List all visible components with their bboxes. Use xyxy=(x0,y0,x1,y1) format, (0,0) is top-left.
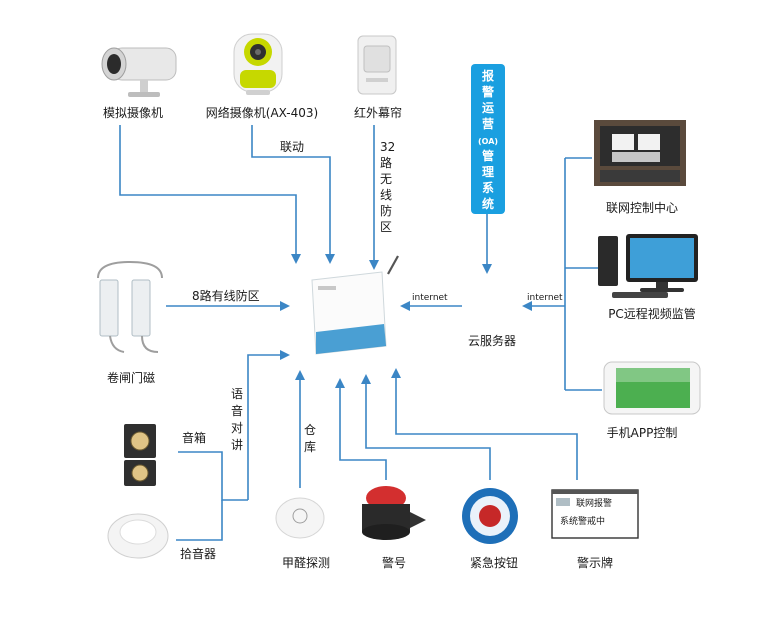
ir-curtain-label: 红外幕帘 xyxy=(354,105,402,120)
warning-sign-icon: 联网报警 系统警戒中 xyxy=(551,489,639,539)
arrow-oa xyxy=(482,264,492,274)
formaldehyde-icon xyxy=(275,497,325,539)
network-camera-icon xyxy=(233,33,283,95)
warning-sign-label: 警示牌 xyxy=(577,555,613,570)
cloud-server-icon xyxy=(466,278,516,326)
control-center: 联网控制中心 xyxy=(594,120,686,215)
oa-char: 运 xyxy=(482,101,494,115)
arrow-intercom xyxy=(280,350,290,360)
vertical-char: 讲 xyxy=(231,437,243,452)
line-emergency-button xyxy=(365,376,491,480)
alarm-host xyxy=(311,255,399,355)
vertical-char: 仓 xyxy=(304,423,316,437)
siren-icon xyxy=(362,486,426,540)
oa-char: 理 xyxy=(482,165,494,179)
pickup: 拾音器 xyxy=(107,513,216,561)
line-siren xyxy=(339,380,387,480)
oa-char: 营 xyxy=(482,116,494,131)
oa-char: 系 xyxy=(482,180,494,195)
siren: 警号 xyxy=(362,486,426,570)
analog-camera-icon xyxy=(101,47,177,97)
pickup-label: 拾音器 xyxy=(180,546,216,561)
speaker: 音箱 xyxy=(124,424,206,486)
network-camera-label: 网络摄像机(AX-403) xyxy=(206,105,318,120)
arrow-internet-right xyxy=(522,301,532,311)
line-speaker xyxy=(178,451,248,501)
siren-label: 警号 xyxy=(382,555,406,570)
line-network-camera xyxy=(251,125,331,262)
wireless-zones-char: 线 xyxy=(380,188,392,202)
arrow-ir xyxy=(369,260,379,270)
arrow-door xyxy=(280,301,290,311)
oa-char: (OA) xyxy=(478,137,498,146)
mobile-app: 手机APP控制 xyxy=(603,361,701,440)
wired-zones-label: 8路有线防区 xyxy=(192,288,260,303)
emergency-button: 紧急按钮 xyxy=(462,488,518,570)
wireless-zones-char: 区 xyxy=(380,220,392,234)
line-analog-camera xyxy=(119,125,297,262)
door-magnet-label: 卷闸门磁 xyxy=(107,370,155,385)
oa-char: 报 xyxy=(482,68,494,83)
vertical-char: 库 xyxy=(304,439,316,454)
arrow-siren xyxy=(335,378,345,388)
speaker-icon xyxy=(124,424,156,486)
sign-line2: 系统警戒中 xyxy=(560,515,605,527)
wireless-zones-char: 防 xyxy=(380,203,392,218)
cloud-server-label: 云服务器 xyxy=(468,333,516,348)
rolling-door-magnet: 卷闸门磁 xyxy=(97,260,163,385)
alarm-host-icon xyxy=(311,255,399,355)
line-intercom xyxy=(247,354,288,500)
arrow-formaldehyde xyxy=(295,370,305,380)
warning-sign: 联网报警 系统警戒中 警示牌 xyxy=(551,489,639,570)
formaldehyde-detector: 甲醛探测 xyxy=(275,497,330,570)
line-pickup xyxy=(176,500,223,541)
internet-left-label: internet xyxy=(412,293,448,303)
formaldehyde-label: 甲醛探测 xyxy=(282,555,330,570)
wireless-zones-char: 路 xyxy=(380,155,392,170)
emergency-button-label: 紧急按钮 xyxy=(470,555,518,570)
control-center-label: 联网控制中心 xyxy=(606,200,678,215)
vertical-char: 音 xyxy=(231,403,243,418)
analog-camera: 模拟摄像机 xyxy=(101,47,177,120)
vertical-char: 语 xyxy=(231,387,243,401)
arrow-internet-left xyxy=(400,301,410,311)
linkage-label: 联动 xyxy=(280,140,304,154)
mobile-phone-icon xyxy=(603,361,701,415)
control-center-icon xyxy=(594,120,686,186)
pc-monitor-icon xyxy=(598,234,698,298)
emergency-button-icon xyxy=(462,488,518,544)
analog-camera-label: 模拟摄像机 xyxy=(103,105,163,120)
arrowheads xyxy=(280,254,532,388)
pickup-icon xyxy=(107,513,169,559)
ir-curtain: 红外幕帘 xyxy=(354,35,402,120)
arrow-sign xyxy=(391,368,401,378)
pc-monitor: PC远程视频监管 xyxy=(598,234,698,321)
ir-curtain-icon xyxy=(357,35,397,95)
oa-char: 统 xyxy=(482,196,494,211)
door-magnet-icon xyxy=(97,260,163,353)
vertical-char: 对 xyxy=(231,421,243,435)
wireless-zones-char: 无 xyxy=(380,172,392,186)
arrow-emergency xyxy=(361,374,371,384)
wireless-zones-num: 32 xyxy=(380,140,395,154)
arrow-analog xyxy=(291,254,301,264)
cloud-server: 云服务器 xyxy=(466,278,516,348)
line-warning-sign xyxy=(395,370,578,480)
pc-monitor-label: PC远程视频监管 xyxy=(608,306,696,321)
speaker-label: 音箱 xyxy=(182,430,206,445)
warehouse-label: 仓库 xyxy=(304,423,316,454)
internet-right-label: internet xyxy=(527,293,563,303)
wireless-zones-label: 32 路 无 线 防 区 xyxy=(380,140,395,234)
arrow-network xyxy=(325,254,335,264)
network-camera: 网络摄像机(AX-403) xyxy=(206,33,318,120)
oa-char: 警 xyxy=(481,84,494,99)
sign-line1: 联网报警 xyxy=(576,497,612,509)
oa-char: 管 xyxy=(482,148,494,163)
mobile-app-label: 手机APP控制 xyxy=(607,426,678,440)
oa-box xyxy=(471,64,505,214)
